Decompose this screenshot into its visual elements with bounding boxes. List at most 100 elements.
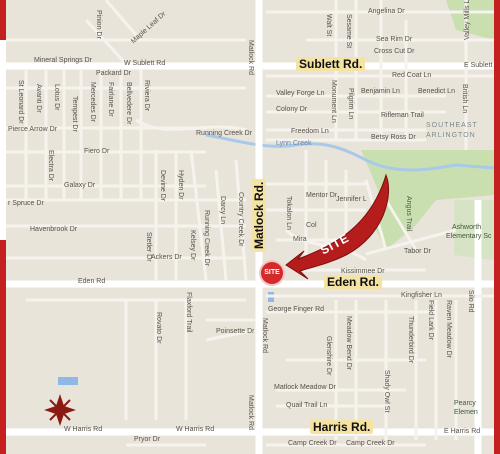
label-street: Pierce Arrow Dr [8,126,58,133]
label-street: Monument Ln [330,80,337,123]
label-street: W Harris Rd [176,426,215,433]
label-street: Avanti Dr [35,84,42,113]
lynn-creek-water [205,133,494,172]
label-street: Angelina Dr [368,8,405,15]
label-street: Pinion Dr [95,10,102,39]
label-street: Eden Rd [78,278,106,285]
label-street: Benedict Ln [418,88,455,95]
label-street: Kissimmee Dr [341,268,385,275]
running-creek-curve [135,118,247,132]
label-pearcy-2: Elemen [454,409,478,416]
label-street: Tabor Dr [404,248,431,255]
label-eden-rd: Eden Rd. [324,275,383,289]
label-street: Stetler Dr [145,232,152,262]
school-grounds [454,200,494,260]
label-ashworth: Ashworth [452,224,482,231]
label-street: Benjamin Ln [361,88,400,95]
label-street: W Harris Rd [64,426,103,433]
label-street: Tempest Dr [71,96,78,132]
label-street: Devine Dr [159,170,166,202]
park-area [361,150,494,250]
label-street: Freedom Ln [291,128,329,135]
site-marker[interactable]: SITE [261,262,283,284]
label-southeast: SOUTHEAST [426,122,478,129]
label-street: Valley Mills Ln [464,0,471,40]
small-pond-2 [58,377,78,385]
label-street: W Sublett Rd [124,60,166,67]
park-area-north [446,0,494,40]
label-street: Sesame St [345,14,352,49]
site-arrow [285,173,390,280]
label-street: British Ln [461,84,468,114]
label-street: Darcy Ln [219,196,226,225]
label-street: Col [306,222,317,229]
label-street: Mineral Springs Dr [34,57,92,64]
label-street: Walt St [325,14,332,37]
label-street: Mercedes Dr [89,82,96,123]
label-street: Jennifer L [336,196,367,203]
label-street: George Finger Rd [268,306,325,313]
label-street: Betsy Ross Dr [371,134,416,141]
label-street: Thunderbird Dr [407,316,414,364]
label-street: Glenshire Dr [325,336,332,376]
label-street: Galaxy Dr [64,182,96,189]
label-street: St Leonard Dr [17,80,24,124]
label-street: Raven Meadow Dr [445,300,452,358]
label-sublett-rd: Sublett Rd. [296,57,366,71]
label-street: E Sublett Rd [464,62,494,69]
label-street: Running Creek Dr [196,130,253,137]
label-street: Bellvedere Dr [125,82,132,125]
label-street: Flaxford Trail [185,292,192,333]
label-street: Angus Trail [405,196,412,232]
label-ashworth-2: Elementary Sc [446,233,492,240]
label-street: Mentor Dr [306,192,338,199]
label-street: Rovato Dr [155,312,162,344]
label-street: Red Coat Ln [392,72,432,79]
label-street: Colony Dr [276,106,308,113]
label-street: Field Lark Dr [427,300,434,341]
label-street: Ackers Dr [151,254,182,261]
label-street: r Spruce Dr [8,200,44,207]
label-street: Quail Trail Ln [286,402,328,409]
label-street: Camp Creek Dr [288,440,337,447]
label-street: Tokalon Ln [285,196,292,230]
label-street: Packard Dr [96,70,132,77]
label-street: Camp Creek Dr [346,440,395,447]
label-street: Sea Rim Dr [376,36,413,43]
compass-rose [44,394,76,426]
label-street: Matlock Rd [247,40,254,76]
label-harris-rd: Harris Rd. [310,420,374,434]
label-pearcy: Pearcy [454,400,476,407]
label-street: Mira [293,236,307,243]
label-street: Riviera Dr [143,80,150,112]
label-street: Pryor Dr [134,436,161,443]
label-street: Country Creek Dr [237,192,244,247]
label-street: Fairlane Dr [107,82,114,117]
label-street: Silo Rd [467,290,474,313]
label-street: Havenbrook Dr [30,226,78,233]
label-street: Poinsette Dr [216,328,255,335]
label-street: Electra Dr [47,150,54,182]
map-canvas[interactable]: SITE SITE Sublett Rd. Eden Rd. Harris Rd… [6,0,494,454]
label-street: Matlock Meadow Dr [274,384,336,391]
label-street: Hyden Dr [177,170,184,200]
label-street: Cross Cut Dr [374,48,415,55]
label-street: Pilgrim Ln [347,88,354,120]
label-street: Lotus Dr [53,84,60,111]
label-street: Shady Owl St [383,370,390,413]
label-matlock-rd: Matlock Rd. [252,178,266,252]
label-street: Matlock Rd [247,395,254,431]
label-street: E Harris Rd [444,428,481,435]
label-street: Matlock Rd [261,318,268,354]
label-street: Meadow Bend Dr [345,316,352,371]
label-arlington: ARLINGTON [426,132,476,139]
label-street: Kelsey Dr [189,230,196,261]
label-street: Valley Forge Ln [276,90,325,97]
label-street: Fiero Dr [84,148,110,155]
label-street: Rifleman Trail [381,112,424,119]
label-street: Running Creek Dr [203,210,210,267]
kissimmee-curve [284,228,367,262]
label-street: Kingfisher Ln [401,292,442,299]
label-lynn-creek: Lynn Creek [276,140,312,147]
